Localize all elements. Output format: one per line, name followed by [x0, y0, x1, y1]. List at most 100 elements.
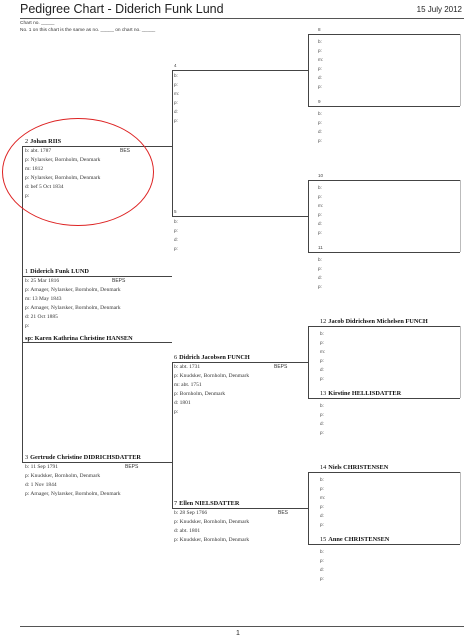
person-12-line-1: b:: [320, 331, 324, 336]
person-4-number[interactable]: 4: [174, 63, 177, 68]
person-7-death: d: abt. 1801: [174, 528, 201, 534]
person-10-line-3: m:: [318, 203, 324, 208]
connector-spouse-line: [22, 342, 172, 343]
person-4-marriage: m:: [174, 91, 180, 96]
person-5-number[interactable]: 5: [174, 209, 177, 214]
person-14-line-5: d:: [320, 513, 324, 518]
connector-p9-line: [308, 106, 460, 107]
person-8-line-4: p:: [318, 66, 322, 71]
connector-p6-line: [172, 362, 308, 363]
person-10-line-1: b:: [318, 185, 322, 190]
person-1-birth-place: p: Arnager, Nylarsker, Bornholm, Denmark: [25, 287, 121, 293]
person-13-line-2: p:: [320, 412, 324, 417]
person-2-birth-place: p: Nylarsker, Bornholm, Denmark: [25, 157, 101, 163]
chart-date: 15 July 2012: [416, 5, 462, 14]
person-8-line-2: p:: [318, 48, 322, 53]
person-11-line-4: p:: [318, 284, 322, 289]
person-3-death: d: 1 Nov 1844: [25, 482, 57, 488]
person-3-birth-place: p: Knudsker, Bornholm, Denmark: [25, 473, 101, 479]
spouse-name[interactable]: sp: Karen Kathrina Christine HANSEN: [25, 335, 133, 342]
connector-p3-line: [22, 462, 172, 463]
connector-p2-line: [22, 146, 172, 147]
person-4-death: d:: [174, 109, 178, 114]
person-15-line-3: d:: [320, 567, 324, 572]
person-6-marriage: m: abt. 1751: [174, 382, 202, 388]
person-2-marriage: m: 1812: [25, 166, 44, 172]
person-15-line-1: b:: [320, 549, 324, 554]
person-12-number: 12: [320, 318, 327, 325]
connector-p4-parents: [308, 34, 309, 106]
person-2-name-text: Johan RIIS: [30, 138, 62, 145]
person-12-name-text: Jacob Didrichsen Michelsen FUNCH: [328, 318, 428, 325]
person-5-birth-place: p:: [174, 228, 178, 233]
person-4-birth: b:: [174, 73, 178, 78]
person-14-name-text: Niels CHRISTENSEN: [328, 464, 389, 471]
connector-1: [22, 146, 23, 462]
person-1-number: 1: [25, 268, 29, 275]
person-13-line-3: d:: [320, 421, 324, 426]
person-13-line-1: b:: [320, 403, 324, 408]
person-9-line-4: p:: [318, 138, 322, 143]
person-8-number[interactable]: 8: [318, 27, 321, 32]
person-1-name-text: Diderich Funk LUND: [30, 268, 89, 275]
person-2-death: d: bef 5 Oct 1834: [25, 184, 64, 190]
person-1-death-place: p:: [25, 323, 30, 329]
connector-p8-line: [308, 34, 460, 35]
person-6-death: d: 1801: [174, 400, 191, 406]
connector-p11-line: [308, 252, 460, 253]
person-13-line-4: p:: [320, 430, 324, 435]
red-circle-annotation: [2, 118, 154, 226]
person-15-line-4: p:: [320, 576, 324, 581]
person-2-death-place: p:: [25, 193, 30, 199]
header-rule: [20, 18, 464, 19]
person-12-line-3: m:: [320, 349, 326, 354]
person-11-line-2: p:: [318, 266, 322, 271]
person-11-line-1: b:: [318, 257, 322, 262]
person-3-number: 3: [25, 454, 29, 461]
person-8-line-3: m:: [318, 57, 324, 62]
person-7-sources: BES: [278, 510, 289, 516]
person-12-line-4: p:: [320, 358, 324, 363]
person-8-line-6: p:: [318, 84, 322, 89]
connector-p10-line: [308, 180, 460, 181]
connector-p6-parents: [308, 326, 309, 398]
person-7-number: 7: [174, 500, 178, 507]
person-15-name-text: Anne CHRISTENSEN: [328, 536, 390, 543]
page-number: 1: [236, 630, 240, 637]
person-10-line-2: p:: [318, 194, 322, 199]
connector-p14-line: [308, 472, 460, 473]
person-10-number[interactable]: 10: [318, 173, 324, 178]
connector-p2-parents: [172, 70, 173, 216]
connector-p5-line: [172, 216, 308, 217]
person-3-death-place: p: Arnager, Nylarsker, Bornholm, Denmark: [25, 491, 121, 497]
connector-p3-parents: [172, 362, 173, 508]
chart-number-line: Chart no. _____: [20, 21, 55, 26]
person-6-number: 6: [174, 354, 178, 361]
person-14-line-3: m:: [320, 495, 326, 500]
person-2-birth: b: abt. 1787: [25, 148, 52, 154]
person-6-sources: BEPS: [274, 364, 288, 370]
connector-p13-line: [308, 398, 460, 399]
person-9-number[interactable]: 9: [318, 99, 321, 104]
connector-right-edge-4: [460, 472, 461, 544]
person-13-name-text: Kirstine HELLISDATTER: [328, 390, 402, 397]
person-5-death-place: p:: [174, 246, 178, 251]
person-4-death-place: p:: [174, 118, 178, 123]
person-10-line-6: p:: [318, 230, 322, 235]
same-as-line: No. 1 on this chart is the same as no. _…: [20, 28, 156, 33]
person-14-line-1: b:: [320, 477, 324, 482]
person-6-marriage-place: p: Bornholm, Denmark: [174, 391, 226, 397]
person-7-death-place: p: Knudsker, Bornholm, Denmark: [174, 537, 250, 543]
person-3-birth: b: 11 Sep 1791: [25, 464, 58, 470]
person-1-sources: BEPS: [112, 278, 126, 284]
person-11-number[interactable]: 11: [318, 245, 323, 250]
